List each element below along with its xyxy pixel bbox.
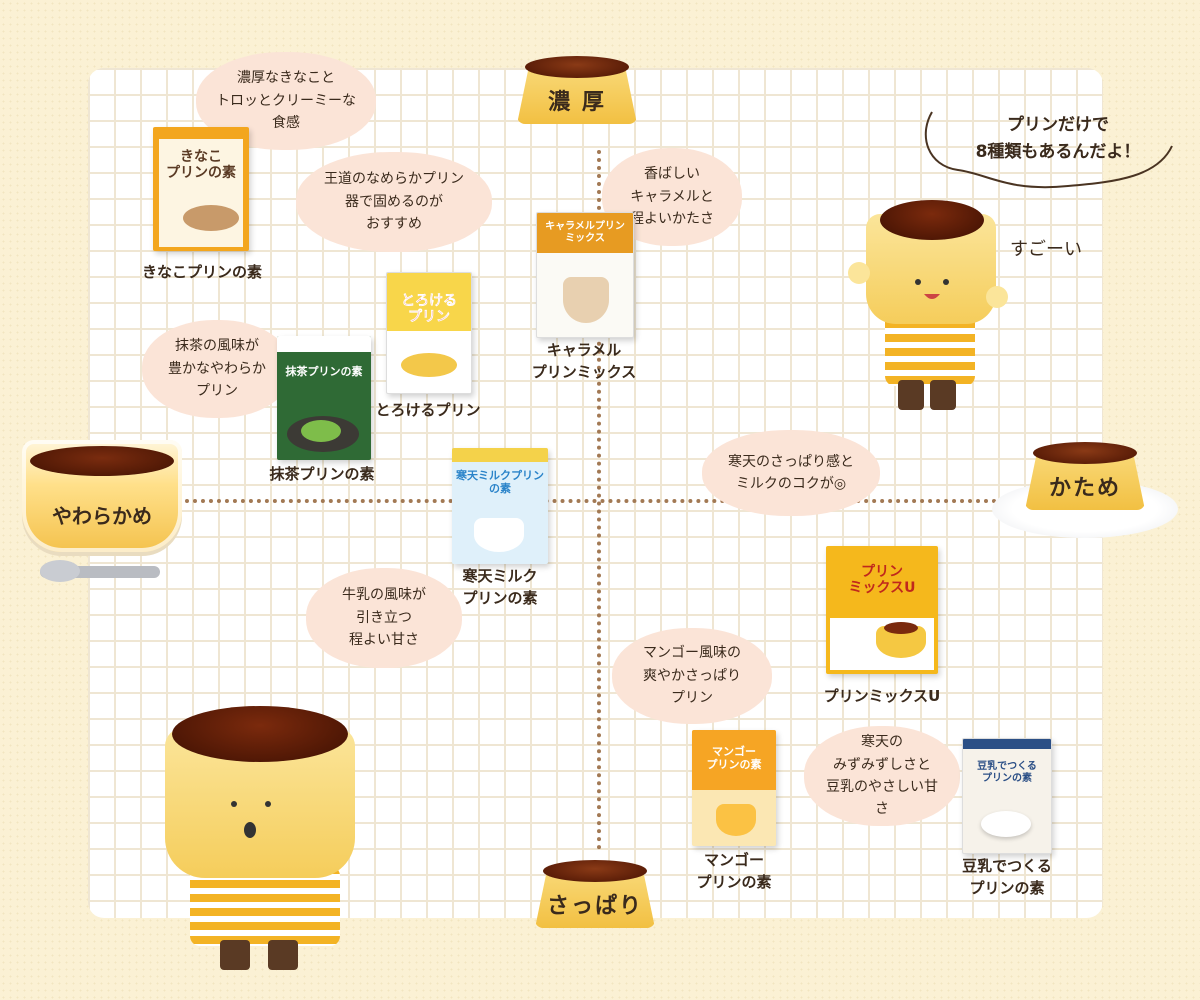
product-label-kinako: きなこプリンの素 [141,263,262,281]
product-package-soymilk[interactable]: 豆乳でつくる プリンの素 [962,738,1052,854]
product-label-caramel: キャラメル プリンミックス [531,341,637,381]
product-package-mango[interactable]: マンゴー プリンの素 [692,730,776,846]
mascot-exclaim: すごーい [1010,239,1082,260]
mascot-thought: プリンだけで 8種類もあるんだよ！ [975,115,1141,163]
product-label-soymilk: 豆乳でつくる プリンの素 [962,857,1052,897]
product-package-matcha[interactable]: 抹茶プリンの素 [277,336,371,460]
product-label-kanten-milk: 寒天ミルク プリンの素 [462,567,538,607]
product-package-caramel[interactable]: キャラメルプリン ミックス [536,212,634,338]
comment-bubble-mango: マンゴー風味の 爽やかさっぱり プリン [612,628,772,724]
product-package-kinako[interactable]: きなこ プリンの素 [153,127,249,251]
product-label-pudding-mix-u: プリンミックスU [823,687,941,705]
face-icon [915,279,949,299]
axis-label-left: やわらかめ [52,504,152,528]
thought-line-icon [924,111,1173,189]
surprised-face-icon [231,801,271,838]
product-package-kanten-milk[interactable]: 寒天ミルクプリン の素 [452,448,548,564]
hand-icon [848,262,870,284]
product-package-torokeru[interactable]: とろける プリン [386,272,472,394]
comment-bubble-kanten-milk: 牛乳の風味が 引き立つ 程よい甘さ [306,568,462,668]
comment-bubble-caramel: 香ばしい キャラメルと 程よいかたさ [602,148,742,246]
horizontal-axis [185,499,1005,503]
product-package-pudding-mix-u[interactable]: プリン ミックスU [826,546,938,674]
product-label-matcha: 抹茶プリンの素 [269,465,375,483]
hand-icon [986,286,1008,308]
comment-bubble-pudding-mix-u: 寒天のさっぱり感と ミルクのコクが◎ [702,430,880,516]
character-shirt [190,866,340,946]
comment-bubble-matcha: 抹茶の風味が 豊かなやわらか プリン [142,320,292,418]
comment-bubble-soymilk: 寒天の みずみずしさと 豆乳のやさしい甘さ [804,726,960,826]
product-label-mango: マンゴー プリンの素 [696,851,772,891]
comment-bubble-torokeru: 王道のなめらかプリン 器で固めるのが おすすめ [296,152,492,252]
product-label-torokeru: とろけるプリン [375,401,481,419]
